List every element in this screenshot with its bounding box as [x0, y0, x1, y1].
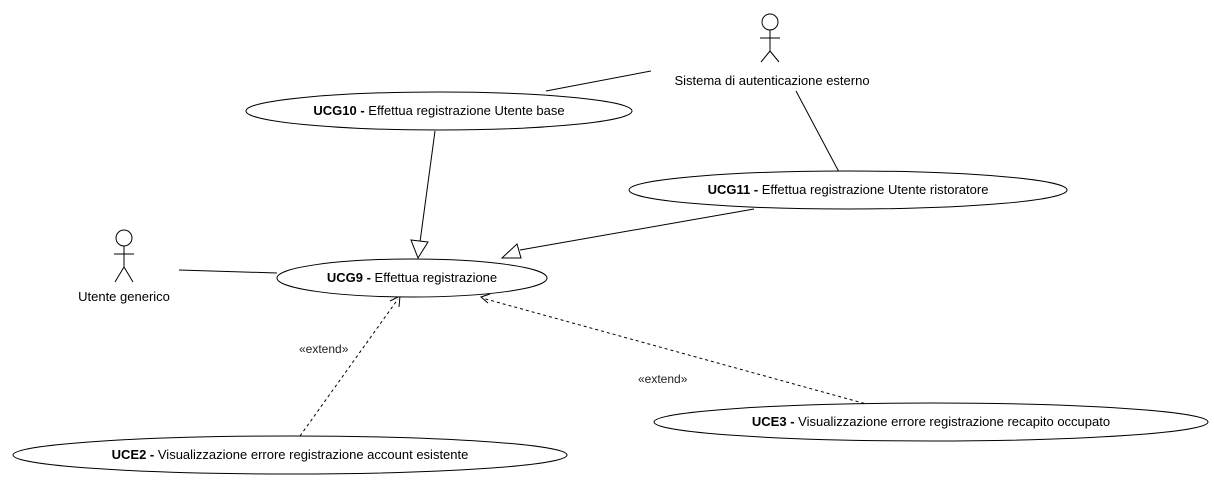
- use-case-uce2[interactable]: UCE2 - Visualizzazione errore registrazi…: [12, 435, 568, 475]
- use-case-id: UCE2: [112, 447, 147, 462]
- actor-external-auth[interactable]: Sistema di autenticazione esterno: [674, 13, 870, 88]
- use-case-name: Effettua registrazione: [375, 270, 498, 285]
- actor-label: Sistema di autenticazione esterno: [674, 73, 869, 88]
- use-case-uce3[interactable]: UCE3 - Visualizzazione errore registrazi…: [653, 402, 1209, 442]
- use-case-ucg11[interactable]: UCG11 - Effettua registrazione Utente ri…: [628, 170, 1068, 210]
- use-case-id: UCG11: [708, 182, 751, 197]
- stick-figure-icon: [114, 229, 134, 283]
- use-case-ucg9[interactable]: UCG9 - Effettua registrazione: [276, 258, 548, 298]
- use-case-name: Effettua registrazione Utente ristorator…: [762, 182, 989, 197]
- use-case-id: UCG9: [327, 270, 363, 285]
- svg-text:UCE2 - Visualizzazione errore: UCE2 - Visualizzazione errore registrazi…: [112, 447, 469, 462]
- use-case-id: UCG10: [313, 103, 356, 118]
- use-case-name: Visualizzazione errore registrazione acc…: [158, 447, 468, 462]
- extend-uce2-ucg9: [299, 295, 401, 437]
- use-case-name: Effettua registrazione Utente base: [368, 103, 564, 118]
- extend-label-uce2: «extend»: [299, 342, 349, 356]
- generalization-ucg11-ucg9: [500, 208, 755, 259]
- association-external-ucg11: [795, 90, 840, 173]
- use-case-id: UCE3: [752, 414, 787, 429]
- svg-text:UCE3 - Visualizzazione errore: UCE3 - Visualizzazione errore registrazi…: [752, 414, 1110, 429]
- svg-text:UCG10 - Effettua registrazione: UCG10 - Effettua registrazione Utente ba…: [313, 103, 564, 118]
- association-generic-ucg9: [178, 269, 278, 274]
- svg-text:UCG9 - Effettua registrazione: UCG9 - Effettua registrazione: [327, 270, 497, 285]
- actor-generic-user[interactable]: Utente generico: [78, 229, 170, 304]
- svg-text:UCG11 - Effettua registrazione: UCG11 - Effettua registrazione Utente ri…: [708, 182, 989, 197]
- extend-uce3-ucg9: [480, 293, 871, 406]
- generalization-ucg10-ucg9: [410, 130, 436, 260]
- actor-label: Utente generico: [78, 289, 170, 304]
- association-external-ucg10: [545, 70, 652, 92]
- extend-label-uce3: «extend»: [638, 372, 688, 386]
- stick-figure-icon: [760, 13, 780, 63]
- use-case-name: Visualizzazione errore registrazione rec…: [798, 414, 1110, 429]
- use-case-ucg10[interactable]: UCG10 - Effettua registrazione Utente ba…: [245, 91, 633, 131]
